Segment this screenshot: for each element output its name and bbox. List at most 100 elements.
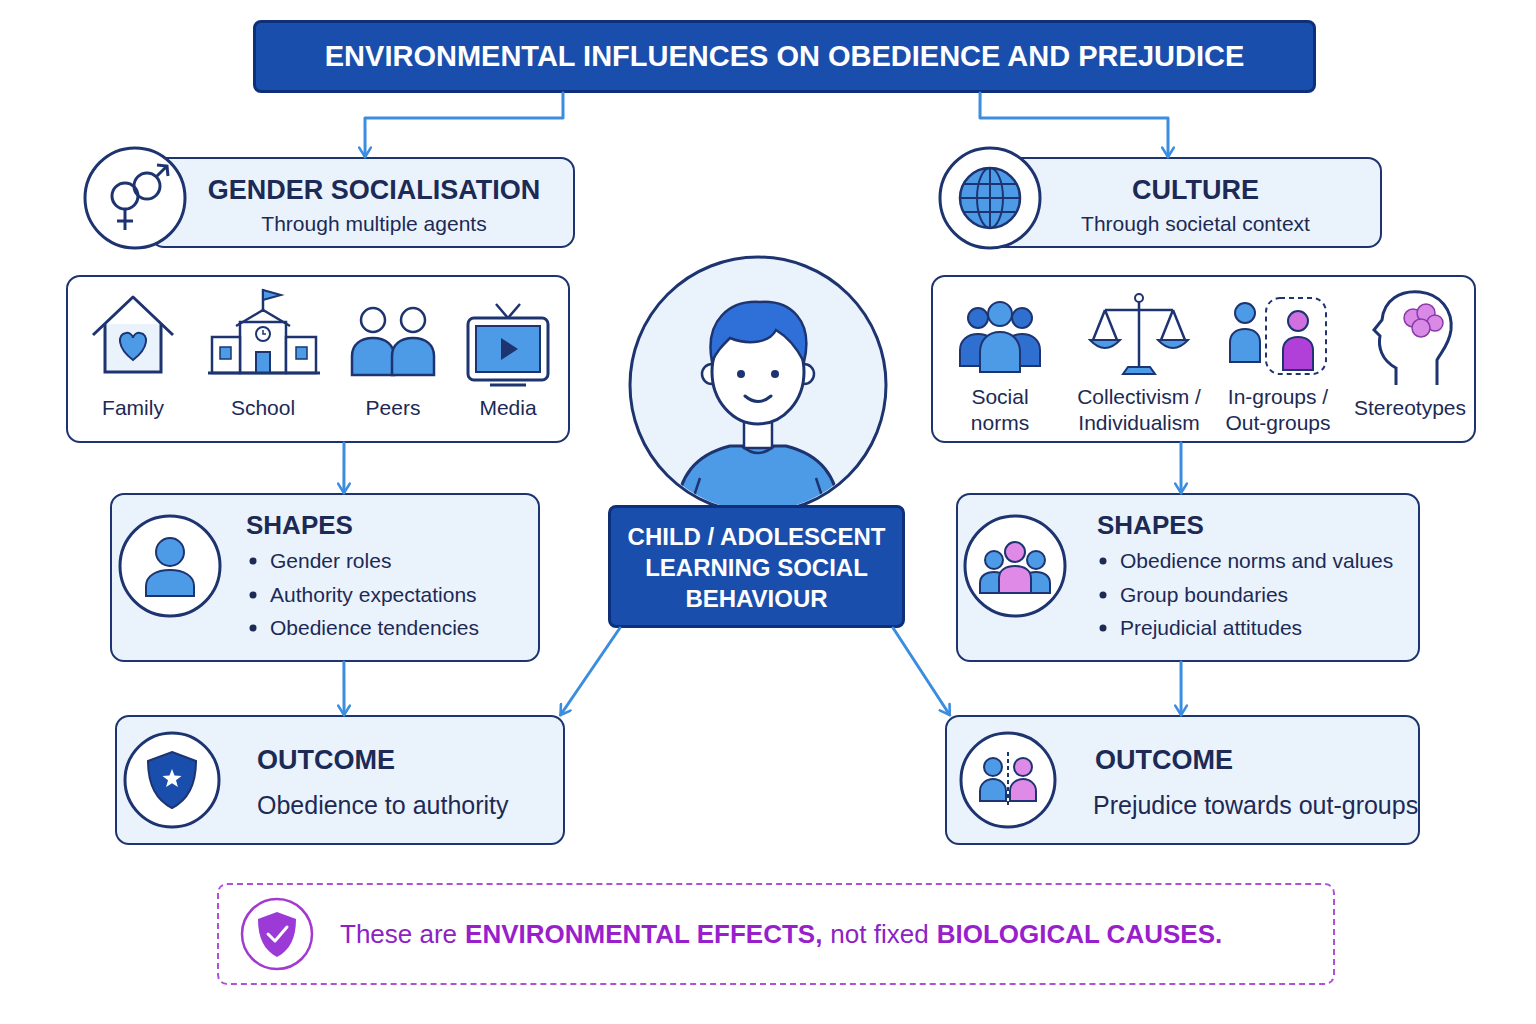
divided-groups-icon (984, 758, 1002, 776)
peers-icon (392, 338, 434, 375)
stereotype-head-icon (1412, 319, 1430, 337)
child-illustration (711, 302, 807, 362)
agent-label: Family (78, 395, 188, 421)
agent-label: School (208, 395, 318, 421)
group-icon (1022, 572, 1050, 593)
school-icon (208, 372, 320, 375)
connector-group (344, 93, 1181, 715)
connector-arrow (1180, 662, 1183, 715)
connector-arrow (1179, 443, 1182, 493)
child-illustration (712, 320, 804, 424)
bullet-item: Gender roles (270, 548, 535, 574)
outcome-box: OUTCOMEPrejudice towards out-groups (945, 715, 1420, 845)
learner-text: CHILD / ADOLESCENT LEARNING SOCIAL BEHAV… (614, 521, 899, 614)
family-icon (105, 324, 161, 372)
agents-panel: FamilySchoolPeersMedia (66, 275, 570, 443)
peers-icon (361, 308, 385, 332)
divided-groups-icon (980, 779, 1006, 801)
child-illustration (630, 257, 886, 513)
globe-icon (977, 168, 1003, 228)
media-icon (496, 304, 520, 318)
note-text: These are (340, 918, 457, 950)
group-icon (980, 572, 1008, 593)
peers-icon (401, 308, 425, 332)
school-icon (286, 337, 316, 373)
shapes-heading: SHAPES (246, 509, 506, 541)
shield-star-icon (148, 752, 196, 808)
category-box: CULTUREThrough societal context (985, 157, 1382, 248)
check-shield-icon (258, 912, 296, 957)
category-subtitle: Through societal context (1007, 211, 1384, 237)
divided-groups-icon (961, 733, 1055, 827)
stereotype-head-icon (1404, 309, 1422, 327)
social-norms-icon (960, 302, 1040, 372)
category-box: GENDER SOCIALISATION Through multiple age… (150, 157, 575, 248)
ingroup-outgroup-icon (1288, 311, 1308, 331)
bullet-item: Authority expectations (270, 582, 535, 608)
divided-groups-icon (961, 733, 1055, 827)
child-illustration (745, 396, 771, 402)
connector-arrow (561, 628, 620, 715)
person-icon (120, 516, 220, 616)
group-icon (999, 566, 1031, 593)
group-icon (1027, 551, 1045, 569)
outcome-heading: OUTCOME (1095, 744, 1395, 776)
title-text: ENVIRONMENTAL INFLUENCES ON OBEDIENCE AN… (256, 39, 1313, 74)
list-bullets (250, 558, 1107, 632)
school-icon (262, 289, 265, 312)
school-icon (263, 290, 281, 300)
check-shield-icon (242, 899, 312, 969)
bullet-item: Prejudicial attitudes (1120, 615, 1415, 641)
scales-icon (1090, 340, 1120, 348)
note-box: These areENVIRONMENTAL EFFECTS,not fixed… (217, 883, 1335, 985)
globe-icon (940, 148, 1040, 248)
social-norms-icon (988, 302, 1012, 326)
stereotype-head-icon (1417, 304, 1435, 322)
category-heading: GENDER SOCIALISATION (179, 174, 569, 206)
peers-icon (352, 308, 434, 375)
factor-label: Social norms (950, 384, 1050, 436)
globe-icon (960, 168, 1020, 228)
person-icon (156, 538, 184, 566)
factors-panel: Social normsCollectivism / Individualism… (931, 275, 1476, 443)
group-icon (985, 551, 1003, 569)
ingroup-outgroup-icon (1230, 329, 1260, 362)
gender-icon (156, 165, 168, 177)
school-icon (256, 352, 270, 373)
connector-arrow (342, 443, 345, 493)
child-illustration (771, 370, 779, 378)
note-emphasis: ENVIRONMENTAL EFFECTS, (465, 918, 822, 950)
scales-icon (1135, 294, 1143, 302)
child-illustration (744, 420, 772, 448)
child-illustration (794, 364, 814, 384)
check-shield-icon (268, 927, 287, 941)
list-bullets (1100, 558, 1107, 565)
note-text: not fixed (830, 918, 928, 950)
person-icon (120, 516, 220, 616)
media-icon (501, 338, 518, 360)
scales-icon (1158, 340, 1188, 348)
bullet-item: Obedience tendencies (270, 615, 535, 641)
connector-arrow (980, 93, 1168, 157)
gender-icon (134, 173, 160, 199)
list-bullets (1100, 625, 1107, 632)
agent-label: Media (453, 395, 563, 421)
connector-arrow (342, 662, 345, 715)
group-icon (965, 516, 1065, 616)
category-subtitle: Through multiple agents (179, 211, 569, 237)
peers-icon (352, 338, 394, 375)
scales-icon (1123, 367, 1155, 374)
shield-star-icon (125, 733, 219, 827)
child-illustration (737, 370, 745, 378)
social-norms-icon (968, 308, 988, 328)
outcome-heading: OUTCOME (257, 744, 557, 776)
media-icon (476, 326, 540, 372)
stereotype-head-icon (1374, 292, 1451, 385)
ingroup-outgroup-icon (1283, 337, 1313, 370)
media-icon (490, 384, 526, 387)
stereotype-head-icon (1427, 315, 1443, 331)
child-illustration (742, 446, 774, 453)
social-norms-icon (1012, 308, 1032, 328)
